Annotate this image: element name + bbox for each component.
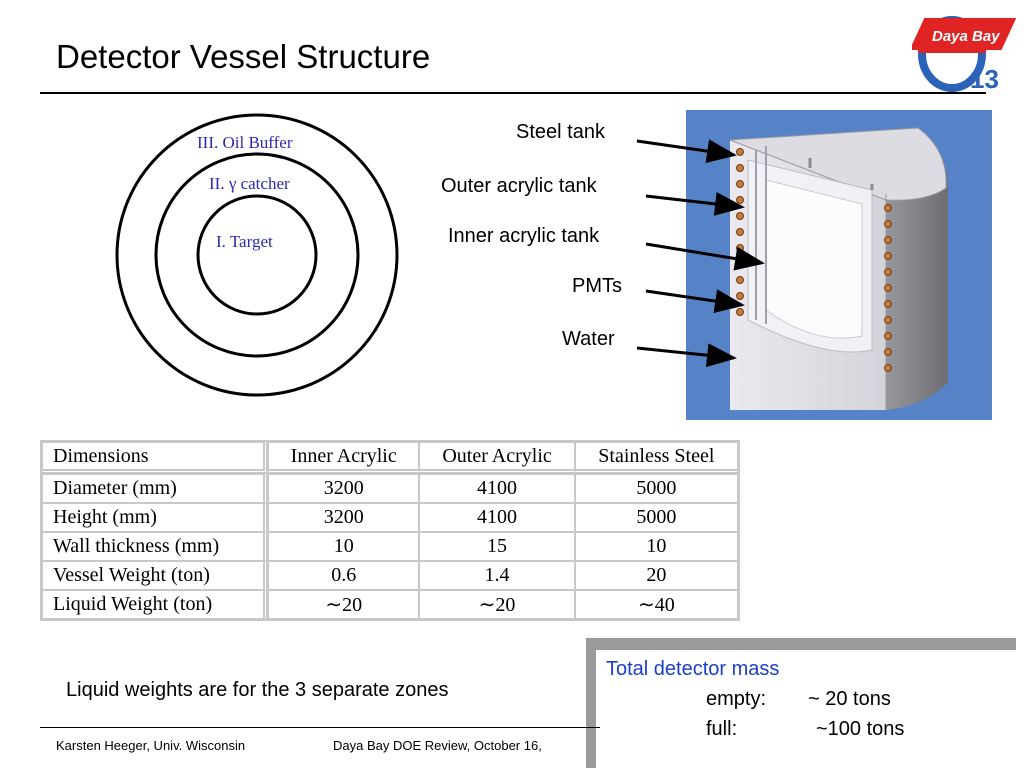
table-cell: Liquid Weight (ton) (42, 590, 268, 619)
target-ring (196, 194, 318, 316)
header-cell: Stainless Steel (574, 442, 738, 474)
mass-title: Total detector mass (606, 658, 780, 680)
table-cell: Vessel Weight (ton) (42, 561, 268, 590)
table-cell: Height (mm) (42, 503, 268, 532)
logo-number: 13 (970, 64, 999, 94)
table-cell: 3200 (268, 503, 420, 532)
table-cell: 10 (574, 532, 738, 561)
oil-buffer-ring (115, 113, 399, 397)
table-cell: 1.4 (419, 561, 575, 590)
footer-author: Karsten Heeger, Univ. Wisconsin (56, 738, 246, 753)
table-cell: 5000 (574, 503, 738, 532)
gamma-catcher-ring (154, 152, 360, 358)
logo-text: Daya Bay (932, 28, 1000, 45)
table-row: Height (mm) 3200 4100 5000 (42, 503, 738, 532)
table-cell: ∼20 (268, 590, 420, 619)
steel-tank-label: Steel tank (516, 121, 605, 143)
mass-empty-label: empty: (706, 688, 767, 710)
slide-title: Detector Vessel Structure (56, 38, 431, 75)
table-cell: 3200 (268, 474, 420, 503)
table-cell: ∼20 (419, 590, 575, 619)
title-divider (40, 92, 986, 94)
header-cell: Dimensions (42, 442, 268, 474)
zone-rings-diagram: III. Oil Buffer II. γ catcher I. Target (115, 113, 399, 397)
table-cell: 0.6 (268, 561, 420, 590)
mass-full-label: full: (706, 718, 738, 740)
table-row: Liquid Weight (ton) ∼20 ∼20 ∼40 (42, 590, 738, 619)
header-cell: Outer Acrylic (419, 442, 575, 474)
table-cell: 4100 (419, 474, 575, 503)
water-label: Water (562, 328, 615, 350)
table-cell: 15 (419, 532, 575, 561)
table-header-row: Dimensions Inner Acrylic Outer Acrylic S… (42, 442, 738, 474)
dimensions-table: Dimensions Inner Acrylic Outer Acrylic S… (40, 440, 740, 621)
table-cell: 4100 (419, 503, 575, 532)
daya-bay-logo: Daya Bay 13 (912, 16, 1017, 94)
detector-vessel-image (686, 110, 992, 420)
table-cell: 5000 (574, 474, 738, 503)
pmts-label: PMTs (572, 275, 622, 297)
mass-empty-value: ~ 20 tons (808, 688, 891, 710)
table-cell: 10 (268, 532, 420, 561)
zone2-label: II. γ catcher (209, 174, 290, 193)
inner-acrylic-label: Inner acrylic tank (448, 225, 600, 247)
header-cell: Inner Acrylic (268, 442, 420, 474)
table-cell: ∼40 (574, 590, 738, 619)
mass-full-value: ~100 tons (816, 718, 905, 740)
zone3-label: III. Oil Buffer (197, 133, 293, 152)
liquid-weights-note: Liquid weights are for the 3 separate zo… (66, 679, 449, 701)
outer-acrylic-label: Outer acrylic tank (441, 175, 597, 197)
table-row: Diameter (mm) 3200 4100 5000 (42, 474, 738, 503)
footer-event: Daya Bay DOE Review, October 16, (333, 738, 542, 753)
footer-divider (40, 727, 600, 728)
table-cell: Diameter (mm) (42, 474, 268, 503)
table-row: Wall thickness (mm) 10 15 10 (42, 532, 738, 561)
total-mass-box: Total detector mass empty: ~ 20 tons ful… (596, 650, 1024, 768)
table-row: Vessel Weight (ton) 0.6 1.4 20 (42, 561, 738, 590)
table-cell: Wall thickness (mm) (42, 532, 268, 561)
zone1-label: I. Target (216, 232, 273, 251)
table-cell: 20 (574, 561, 738, 590)
